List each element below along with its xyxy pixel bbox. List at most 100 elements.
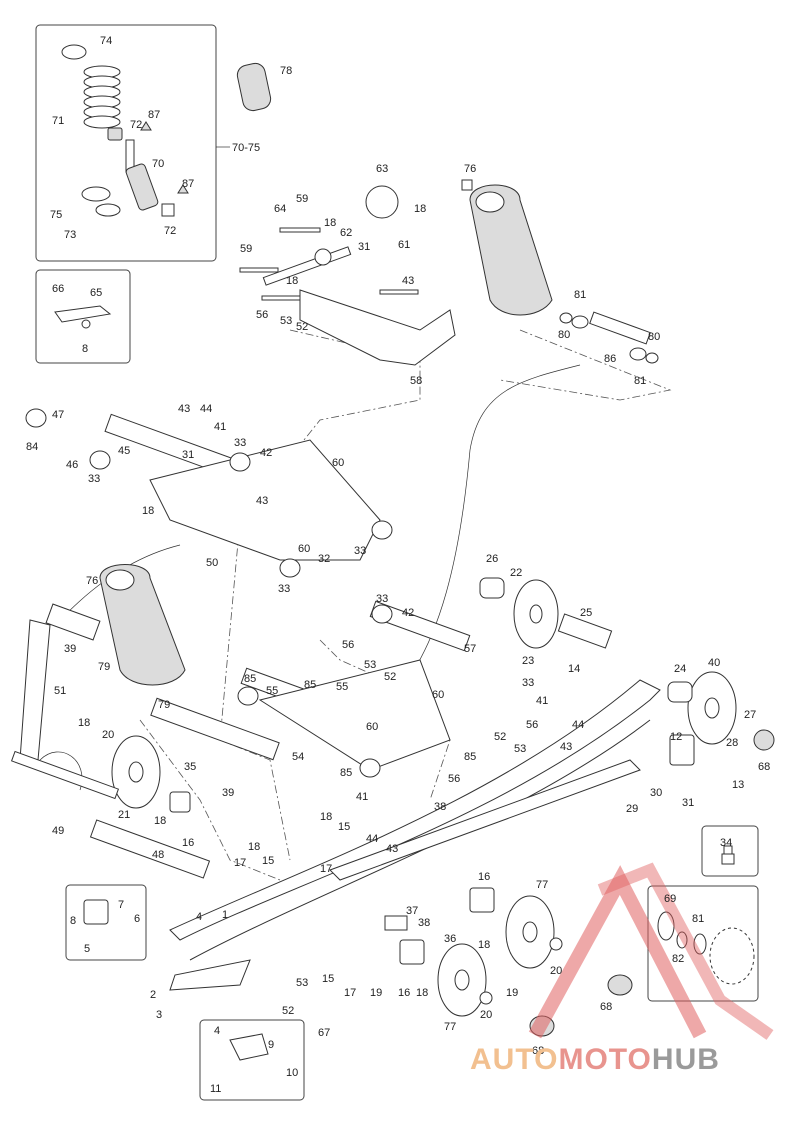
callout-label: 14 (568, 663, 580, 675)
callout-label: 20 (480, 1009, 492, 1021)
callout-label: 85 (340, 767, 352, 779)
callout-label: 33 (278, 583, 290, 595)
wheel-40-group (667, 671, 775, 751)
callout-label: 56 (342, 639, 354, 651)
callout-label: 18 (154, 815, 166, 827)
shock-connector-line (399, 364, 581, 691)
callout-label: 23 (522, 655, 534, 667)
callout-label: 7 (118, 899, 124, 911)
callout-label: 85 (304, 679, 316, 691)
callout-label: 60 (298, 543, 310, 555)
brand-part-3: HUB (651, 1043, 720, 1076)
callout-label: 72 (164, 225, 176, 237)
callout-label: 56 (448, 773, 460, 785)
callout-label: 44 (200, 403, 212, 415)
watermark-brand: AUTOMOTOHUB (470, 1043, 720, 1077)
callout-label: 55 (266, 685, 278, 697)
callout-label: 64 (274, 203, 286, 215)
callout-label: 76 (464, 163, 476, 175)
spring-icon (83, 65, 121, 129)
callout-label: 19 (370, 987, 382, 999)
callout-label: 17 (344, 987, 356, 999)
callout-label: 16 (398, 987, 410, 999)
callout-label: 41 (536, 695, 548, 707)
callout-label: 81 (574, 289, 586, 301)
callout-label: 81 (634, 375, 646, 387)
callout-label: 15 (262, 855, 274, 867)
callout-label: 53 (296, 977, 308, 989)
callout-label: 80 (558, 329, 570, 341)
assembly-outline-right (499, 329, 672, 401)
wheel-21-group (111, 735, 161, 809)
callout-label: 84 (26, 441, 38, 453)
callout-label: 55 (336, 681, 348, 693)
callout-label: 10 (286, 1067, 298, 1079)
callout-label: 28 (726, 737, 738, 749)
shock-absorber-box (35, 24, 217, 262)
callout-label: 60 (332, 457, 344, 469)
callout-label: 12 (670, 731, 682, 743)
callout-label: 38 (434, 801, 446, 813)
callout-label: 41 (356, 791, 368, 803)
idler-detail-icon (657, 911, 755, 985)
callout-label: 78 (280, 65, 292, 77)
callout-label: 25 (580, 607, 592, 619)
wheel-77b-group (437, 943, 487, 1017)
callout-label: 6 (134, 913, 140, 925)
callout-label: 18 (286, 275, 298, 287)
upper-mount-group (239, 185, 456, 366)
callout-label: 52 (282, 1005, 294, 1017)
callout-label: 81 (692, 913, 704, 925)
callout-label: 43 (402, 275, 414, 287)
callout-label: 33 (522, 677, 534, 689)
callout-label: 27 (744, 709, 756, 721)
rear-arm-icon (19, 619, 51, 761)
callout-label: 52 (296, 321, 308, 333)
callout-label: 26 (486, 553, 498, 565)
callout-label: 47 (52, 409, 64, 421)
callout-label: 56 (256, 309, 268, 321)
callout-label: 13 (732, 779, 744, 791)
callout-label: 15 (322, 973, 334, 985)
callout-label: 20 (102, 729, 114, 741)
callout-label: 8 (70, 915, 76, 927)
callout-label: 44 (366, 833, 378, 845)
callout-label: 68 (532, 1045, 544, 1057)
callout-label: 34 (720, 837, 732, 849)
callout-label: 3 (156, 1009, 162, 1021)
callout-label: 49 (52, 825, 64, 837)
callout-label: 33 (376, 593, 388, 605)
callout-label: 2 (150, 989, 156, 1001)
callout-label: 51 (54, 685, 66, 697)
upper-swing-arm-group (25, 408, 393, 578)
callout-label: 31 (682, 797, 694, 809)
callout-label: 43 (386, 843, 398, 855)
slider-clip-detail-box (199, 1019, 305, 1101)
callout-label: 57 (464, 643, 476, 655)
callout-label: 17 (234, 857, 246, 869)
callout-label: 80 (648, 331, 660, 343)
callout-label: 18 (414, 203, 426, 215)
callout-label: 39 (64, 643, 76, 655)
callout-label: 72 (130, 119, 142, 131)
callout-label: 31 (358, 241, 370, 253)
callout-label: 38 (418, 917, 430, 929)
callout-label: 63 (376, 163, 388, 175)
callout-label: 75 (50, 209, 62, 221)
callout-label: 33 (88, 473, 100, 485)
callout-label: 19 (506, 987, 518, 999)
callout-label: 1 (222, 909, 228, 921)
callout-label: 65 (90, 287, 102, 299)
callout-label: 41 (214, 421, 226, 433)
assembly-outline-upper (219, 329, 421, 861)
watermark-logo-icon (528, 862, 774, 1040)
range-label: 70-75 (232, 142, 260, 154)
callout-label: 87 (148, 109, 160, 121)
callout-label: 22 (510, 567, 522, 579)
callout-label: 15 (338, 821, 350, 833)
callout-label: 86 (604, 353, 616, 365)
callout-label: 36 (444, 933, 456, 945)
bracket-icon (54, 305, 112, 323)
callout-label: 73 (64, 229, 76, 241)
callout-label: 4 (214, 1025, 220, 1037)
